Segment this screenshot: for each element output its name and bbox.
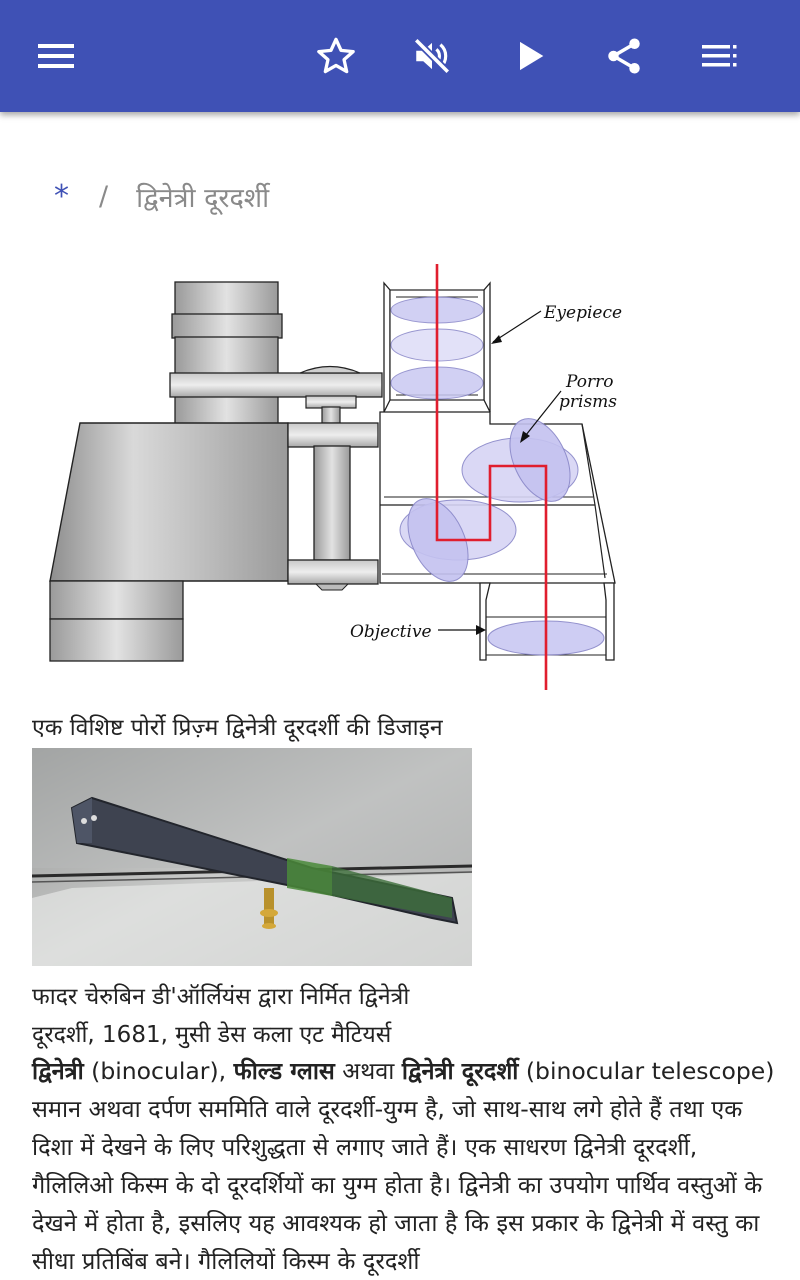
list-icon xyxy=(702,45,737,67)
share-button[interactable] xyxy=(596,28,652,84)
contents-button[interactable] xyxy=(692,28,748,84)
play-button[interactable] xyxy=(502,28,558,84)
star-icon xyxy=(317,37,355,74)
play-icon xyxy=(520,41,544,71)
bookmark-button[interactable] xyxy=(308,28,364,84)
term-binocular-telescope: द्विनेत्री दूरदर्शी xyxy=(401,1057,519,1085)
figure1-caption: एक विशिष्ट पोर्रो प्रिज़्म द्विनेत्री दू… xyxy=(32,715,443,741)
term-field-glass: फील्ड ग्लास xyxy=(233,1057,335,1085)
term-binocular: द्विनेत्री xyxy=(32,1057,84,1085)
figure2-caption: फादर चेरुबिन डी'ऑर्लियंस द्वारा निर्मित … xyxy=(32,978,492,1054)
objective-label: Objective xyxy=(350,622,432,642)
article-text-1: (binocular), xyxy=(83,1057,234,1085)
menu-icon xyxy=(38,44,74,68)
article-text-2: अथवा xyxy=(334,1057,402,1085)
porro-prisms-label-line1: Porro xyxy=(565,372,613,392)
breadcrumb-home-link[interactable]: * xyxy=(54,179,69,214)
volume-mute-icon xyxy=(413,37,451,75)
mute-button[interactable] xyxy=(404,28,460,84)
breadcrumb: * / द्विनेत्री दूरदर्शी xyxy=(54,178,269,215)
app-toolbar xyxy=(0,0,800,112)
eyepiece-label: Eyepiece xyxy=(543,303,622,323)
figure2-caption-line1: फादर चेरुबिन डी'ऑर्लियंस द्वारा निर्मित … xyxy=(32,984,410,1010)
share-icon xyxy=(608,38,640,74)
breadcrumb-separator: / xyxy=(99,181,109,212)
article-body: द्विनेत्री (binocular), फील्ड ग्लास अथवा… xyxy=(32,1052,777,1280)
porro-prism-binocular-diagram[interactable]: Eyepiece Porro prisms Objective xyxy=(40,250,640,705)
breadcrumb-current: द्विनेत्री दूरदर्शी xyxy=(136,183,270,214)
porro-prisms-label-line2: prisms xyxy=(559,392,617,412)
figure2-caption-line2: दूरदर्शी, 1681, मुसी डेस कला एट मैटियर्स xyxy=(32,1022,392,1048)
binocular-telescope-photo[interactable] xyxy=(32,748,472,966)
article-text-3: (binocular telescope) समान अथवा दर्पण सम… xyxy=(32,1057,775,1275)
menu-button[interactable] xyxy=(28,28,84,84)
